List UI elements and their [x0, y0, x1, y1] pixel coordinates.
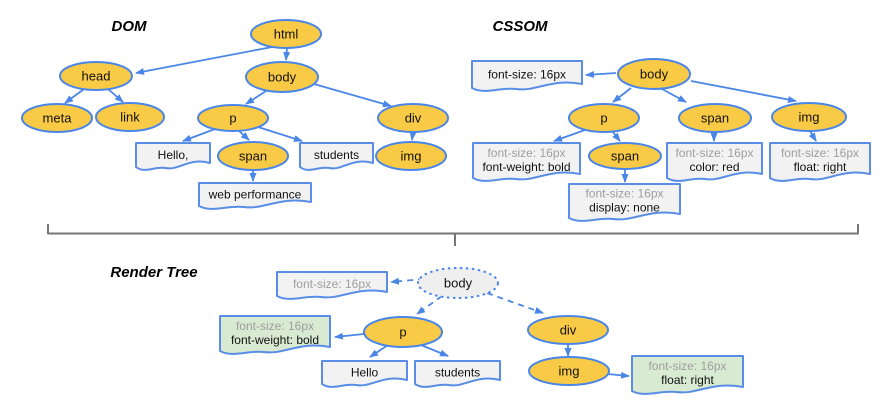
- cssom-node-span-under-p-label: span: [611, 149, 639, 164]
- dom-text-node-hello: [135, 142, 211, 171]
- cssom-node-p: [568, 103, 640, 133]
- rt-node-p: [363, 316, 443, 348]
- cssom-node-img: [771, 102, 847, 132]
- rt-node-body-label: body: [444, 276, 473, 291]
- dom-node-link-label: link: [120, 110, 140, 125]
- cssom-style-box-p: [472, 142, 581, 182]
- arrow-dom-head-link: [107, 88, 124, 103]
- cssom-section-title: CSSOM: [492, 18, 548, 35]
- dom-node-div: [377, 103, 449, 133]
- dom-node-head-label: head: [82, 69, 111, 84]
- arrow-cssom-body-p: [612, 87, 632, 103]
- dom-node-body: [245, 61, 319, 93]
- cssom-node-img-label: img: [799, 110, 820, 125]
- cssom-style-box-img: [769, 142, 871, 182]
- cssom-style-box-span-under-p-line2: display: none: [589, 201, 660, 215]
- cssom-style-box-img-line2: float: right: [794, 160, 847, 174]
- dom-text-node-students: [299, 142, 374, 171]
- arrow-rt-body-p: [416, 295, 443, 315]
- dom-node-p: [197, 104, 269, 132]
- rt-style-box-body-label: font-size: 16px: [293, 277, 371, 291]
- cssom-style-box-span-under-body: [666, 142, 763, 182]
- arrow-dom-p-students: [257, 126, 303, 142]
- dom-node-html-label: html: [274, 27, 299, 42]
- arrow-rt-p-hello: [369, 344, 389, 358]
- cssom-node-p-label: p: [600, 111, 607, 126]
- rt-style-box-p: [219, 315, 331, 355]
- rt-node-img-label: img: [559, 364, 580, 379]
- rt-node-body: [417, 267, 499, 299]
- cssom-node-body-label: body: [640, 67, 669, 82]
- dom-node-link: [95, 102, 165, 132]
- rt-node-div: [527, 315, 609, 345]
- rt-style-box-p-line1: font-size: 16px: [236, 319, 314, 333]
- cssom-style-box-span-under-p-line1: font-size: 16px: [585, 187, 663, 201]
- arrow-cssom-p-span: [611, 130, 621, 142]
- cssom-node-body: [617, 58, 691, 90]
- dom-node-head: [59, 61, 133, 91]
- cssom-node-span-under-p: [588, 142, 662, 170]
- combine-brace: [47, 224, 859, 235]
- rt-text-node-hello: [321, 360, 408, 388]
- arrow-rt-p-style: [334, 332, 365, 340]
- rt-style-box-img-line1: font-size: 16px: [648, 359, 726, 373]
- arrow-dom-html-body: [283, 47, 291, 61]
- arrow-rt-p-students: [420, 344, 449, 357]
- cssom-style-box-img-line1: font-size: 16px: [781, 146, 859, 160]
- rt-node-img: [528, 356, 610, 386]
- rt-text-node-hello-label: Hello: [351, 366, 379, 380]
- cssom-style-box-p-line1: font-size: 16px: [487, 146, 565, 160]
- dom-node-html: [250, 19, 322, 49]
- arrow-rt-img-style: [606, 371, 630, 379]
- cssom-style-box-span-under-p: [568, 183, 681, 222]
- dom-node-span-label: span: [239, 149, 267, 164]
- arrow-dom-p-hello: [182, 128, 216, 142]
- arrow-dom-div-img: [409, 131, 417, 141]
- render-tree-section-title: Render Tree: [110, 264, 197, 281]
- arrow-cssom-body-style: [585, 70, 617, 78]
- arrow-dom-html-head: [135, 46, 273, 75]
- arrow-cssom-body-img: [690, 80, 797, 103]
- rt-node-p-label: p: [399, 325, 406, 340]
- dom-node-meta-label: meta: [43, 111, 73, 126]
- rt-node-div-label: div: [560, 323, 577, 338]
- rt-style-box-img-line2: float: right: [661, 373, 714, 387]
- dom-node-p-label: p: [229, 111, 236, 126]
- dom-node-div-label: div: [405, 111, 422, 126]
- rt-text-node-students: [414, 360, 501, 388]
- cssom-style-box-span-under-body-line1: font-size: 16px: [675, 146, 753, 160]
- arrow-dom-body-p: [245, 90, 267, 105]
- dom-node-img-label: img: [401, 149, 422, 164]
- dom-node-body-label: body: [268, 70, 297, 85]
- cssom-style-box-body: [471, 60, 583, 92]
- arrow-cssom-p-style: [553, 129, 586, 142]
- dom-node-span: [217, 141, 289, 171]
- arrow-dom-head-meta: [64, 88, 85, 104]
- arrow-dom-body-div: [313, 83, 392, 108]
- dom-node-meta: [21, 103, 93, 133]
- arrow-cssom-img-style: [808, 130, 817, 142]
- arrow-cssom-body-span: [661, 88, 687, 103]
- dom-text-node-web-performance: [198, 182, 312, 210]
- cssom-style-box-p-line2: font-weight: bold: [482, 160, 570, 174]
- rt-style-box-body: [276, 271, 388, 300]
- dom-text-node-students-label: students: [314, 148, 359, 162]
- dom-section-title: DOM: [112, 18, 148, 35]
- arrow-rt-body-style: [390, 277, 425, 285]
- rt-style-box-p-line2: font-weight: bold: [231, 333, 319, 347]
- cssom-style-box-span-under-body-line2: color: red: [689, 160, 739, 174]
- arrow-rt-body-div: [486, 292, 544, 314]
- cssom-node-span-under-body: [678, 103, 752, 133]
- cssom-node-span-under-body-label: span: [701, 111, 729, 126]
- rt-style-box-img: [631, 355, 744, 395]
- dom-node-img: [375, 141, 447, 171]
- dom-text-node-hello-label: Hello,: [158, 148, 189, 162]
- rt-text-node-students-label: students: [435, 366, 480, 380]
- cssom-style-box-body-label: font-size: 16px: [488, 68, 566, 82]
- dom-text-node-web-performance-label: web performance: [208, 188, 302, 202]
